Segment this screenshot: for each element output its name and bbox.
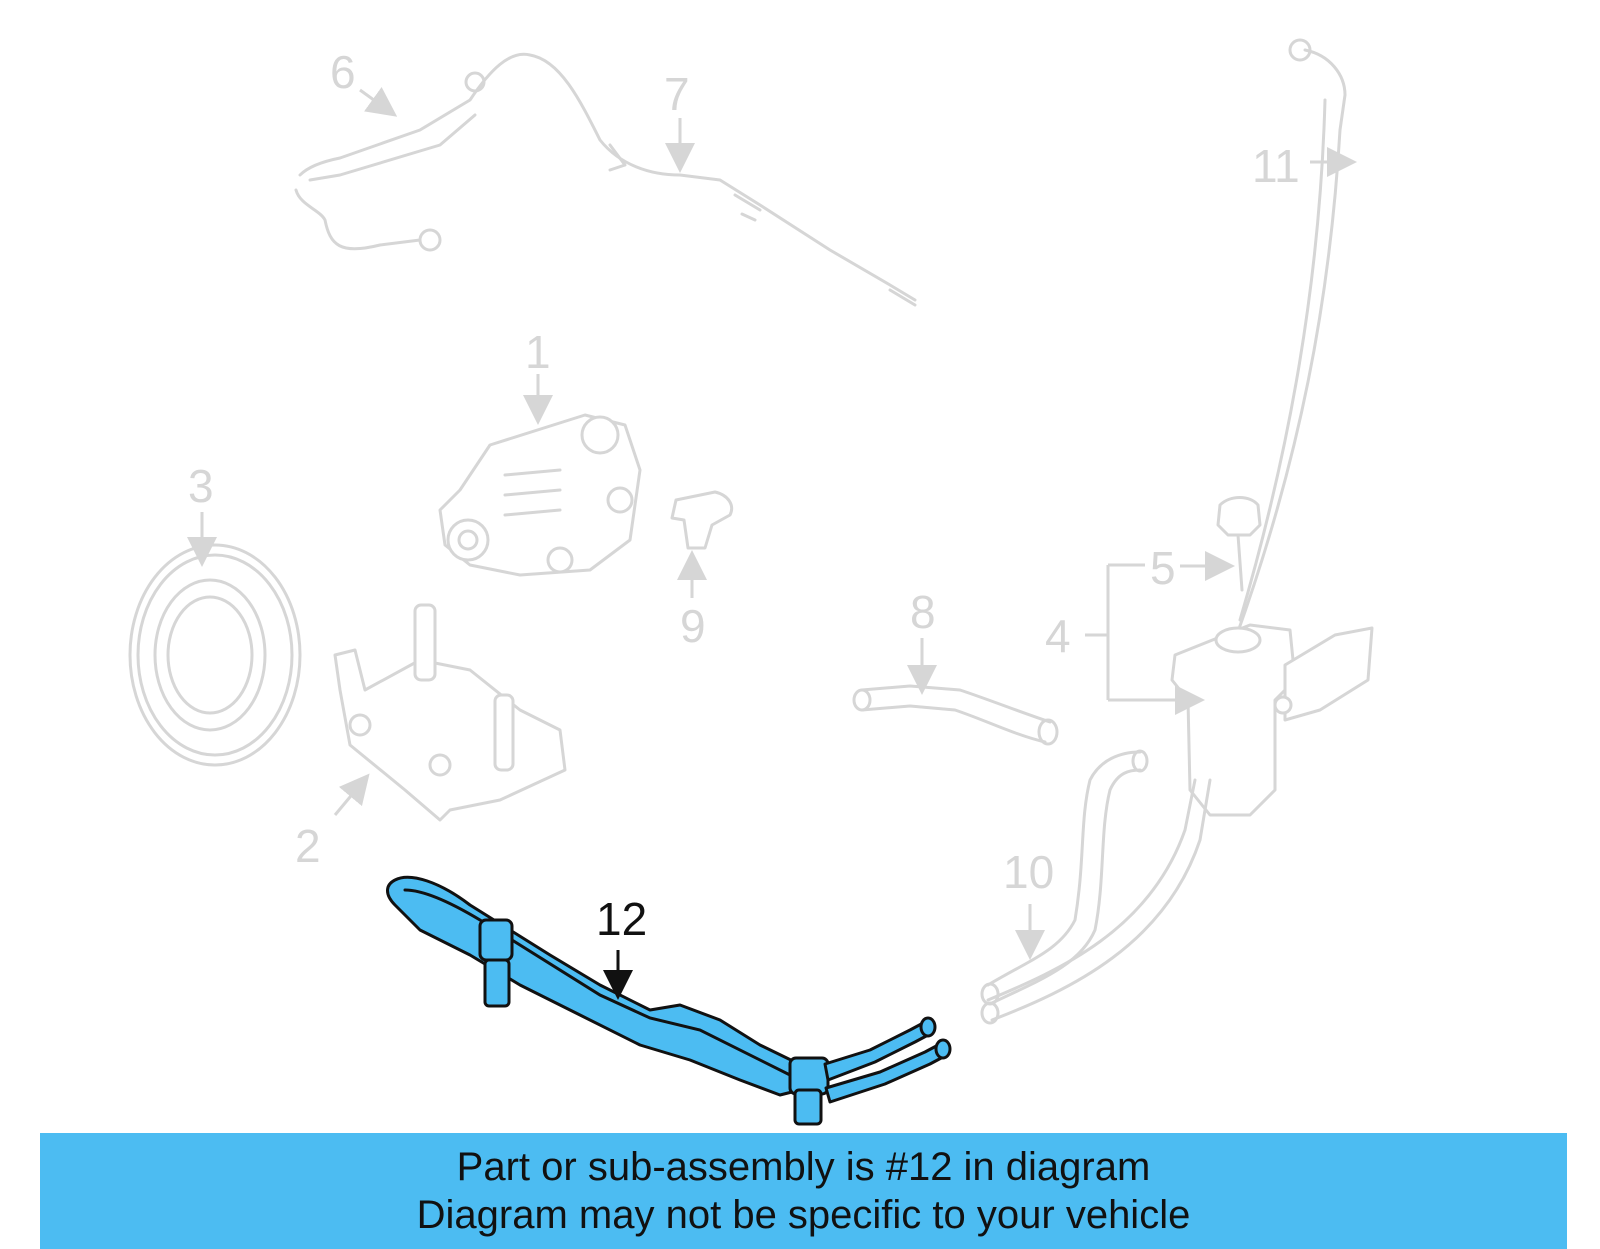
callout-8: 8	[907, 586, 937, 695]
svg-text:9: 9	[680, 600, 706, 652]
svg-text:3: 3	[188, 460, 214, 512]
svg-text:6: 6	[330, 46, 356, 98]
callout-10: 10	[1003, 846, 1054, 960]
mounting-bracket-part-2	[333, 603, 567, 822]
callout-9: 9	[677, 550, 707, 652]
info-banner: Part or sub-assembly is #12 in diagram D…	[40, 1133, 1567, 1249]
svg-text:12: 12	[596, 893, 647, 945]
pulley-part-3	[128, 543, 302, 767]
hose-part-8	[852, 684, 1059, 746]
callout-1: 1	[523, 326, 553, 425]
elbow-fitting-part-9	[670, 490, 734, 550]
callout-11: 11	[1252, 140, 1357, 192]
svg-text:5: 5	[1150, 542, 1176, 594]
callout-5: 5	[1150, 542, 1235, 594]
callout-3: 3	[187, 460, 217, 567]
return-hose-part-11	[1233, 38, 1347, 642]
svg-text:10: 10	[1003, 846, 1054, 898]
reservoir-cap-part-5	[1216, 496, 1262, 592]
banner-line-part-number: Part or sub-assembly is #12 in diagram	[456, 1145, 1151, 1189]
pressure-hose-part-6-7	[294, 52, 917, 307]
svg-text:4: 4	[1045, 610, 1071, 662]
svg-text:11: 11	[1252, 140, 1300, 192]
banner-line-disclaimer: Diagram may not be specific to your vehi…	[416, 1193, 1191, 1237]
svg-text:7: 7	[664, 68, 690, 120]
reservoir-part-4	[1170, 623, 1374, 817]
callout-7: 7	[664, 68, 695, 173]
svg-text:8: 8	[910, 586, 936, 638]
cooler-line-part-12	[386, 875, 952, 1126]
callout-6: 6	[330, 46, 398, 117]
power-steering-pump-part-1	[438, 413, 642, 577]
callout-4: 4	[1045, 563, 1205, 715]
svg-text:1: 1	[525, 326, 551, 378]
svg-text:2: 2	[295, 820, 321, 872]
callout-12: 12	[596, 893, 647, 1000]
callout-2: 2	[295, 773, 370, 872]
